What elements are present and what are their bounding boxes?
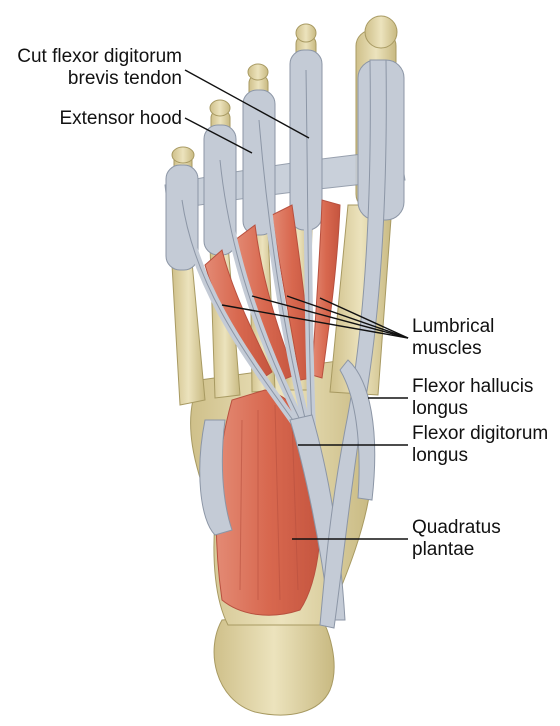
label-lumbrical-muscles: Lumbrical muscles bbox=[412, 316, 495, 359]
label-extensor-hood: Extensor hood bbox=[59, 108, 182, 129]
flexor-digitorum-longus-tendon-edges bbox=[181, 69, 313, 431]
label-quadratus-plantae: Quadratus plantae bbox=[412, 517, 501, 560]
leader-lumbrical-1 bbox=[221, 304, 409, 339]
calcaneus-bone bbox=[213, 611, 335, 716]
leader-extensor-hood bbox=[184, 117, 253, 154]
label-flexor-hallucis-longus: Flexor hallucis longus bbox=[412, 376, 534, 419]
leader-lumbrical-4 bbox=[319, 297, 409, 339]
leader-lumbrical-3 bbox=[286, 295, 409, 339]
label-flexor-digitorum-longus: Flexor digitorum longus bbox=[412, 423, 549, 466]
leader-cut-fdb-tendon bbox=[184, 69, 310, 139]
flexor-hallucis-longus-tendon bbox=[319, 59, 387, 629]
leader-lines bbox=[184, 69, 409, 540]
leader-lumbrical-2 bbox=[251, 295, 409, 339]
label-cut-flexor-digitorum-brevis-tendon: Cut flexor digitorum brevis tendon bbox=[17, 46, 182, 89]
plantar-ligaments bbox=[199, 359, 376, 536]
